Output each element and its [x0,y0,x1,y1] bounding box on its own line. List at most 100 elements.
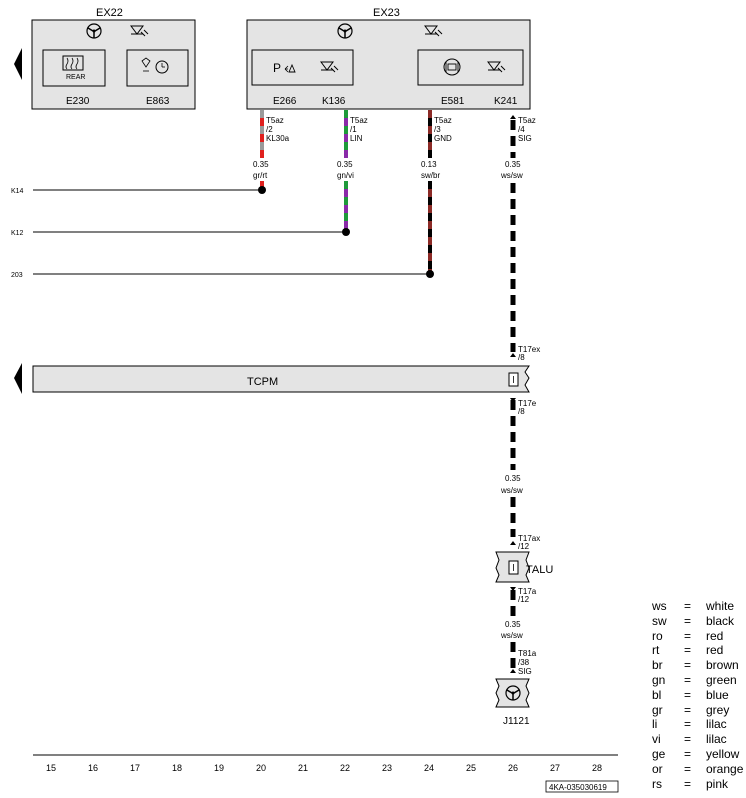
legend-equals: = [684,746,692,761]
gauge-label: 0.35 [253,160,269,169]
legend-equals: = [684,613,692,628]
legend-row: ge = yellow [652,747,743,762]
signal-label: SIG [518,134,532,143]
gauge-label: 0.35 [505,160,521,169]
wire-labels-kl30a: T5az /2 KL30a 0.35 gr/rt [253,116,290,180]
gauge-label: 0.35 [337,160,353,169]
grid-number: 18 [172,763,182,773]
legend-row: gr=grey [652,703,743,718]
illumination-icon [320,61,339,73]
module-ex23: EX23 P [246,7,531,110]
wire-labels-sig: T5az /4 SIG 0.35 ws/sw [500,116,536,180]
legend-color: yellow [706,746,740,761]
connector-label: T5az [266,116,284,125]
park-assist-letter: P [273,61,281,75]
legend-color: orange [706,761,744,776]
signal-label: GND [434,134,452,143]
t81a-name: T81a [518,649,537,658]
e863-switch-box [126,49,189,87]
ex22-title: EX22 [96,7,123,19]
e230-label: E230 [66,96,90,107]
continuation-arrow-icon [14,48,22,80]
t17e-name: T17e [518,399,537,408]
wire-color-label: gn/vi [337,171,354,180]
legend-abbr: ge [652,746,666,761]
legend-equals: = [684,687,692,702]
e581-k241-box [417,49,524,86]
legend-row: rt = red [652,643,743,658]
legend-color: black [706,613,735,628]
legend-color: white [706,599,735,613]
t81a-signal: SIG [518,667,532,676]
grid-number: 25 [466,763,476,773]
connector-label: T5az [434,116,452,125]
grid-number: 27 [550,763,560,773]
legend-abbr: rt [652,643,660,658]
mid-gauge: 0.35 [505,474,521,483]
park-assist-icon: P [273,61,296,75]
steering-wheel-icon [505,685,521,701]
module-ex22: EX22 REAR E230 [31,7,196,110]
legend-abbr: vi [652,732,661,747]
legend-color: blue [706,687,729,702]
legend-row: bl=blue [652,688,743,703]
legend-color: lilac [706,717,727,732]
e266-label: E266 [273,96,297,107]
e863-label: E863 [146,96,170,107]
pin-label: /2 [266,125,273,134]
grid-number: 17 [130,763,140,773]
legend-row: ws=white [652,599,743,614]
t81a-pin: /38 [518,658,530,667]
k136-label: K136 [322,96,346,107]
legend-equals: = [684,732,692,747]
wire-color-label: gr/rt [253,171,268,180]
lane-assist-icon [443,58,461,76]
legend-row: gn = green [652,673,743,688]
legend-row: or=orange [652,762,743,777]
legend-equals: = [684,643,692,658]
legend-equals: = [684,672,692,687]
k241-label: K241 [494,96,518,107]
legend-color: green [706,672,737,687]
e266-k136-box [251,49,354,86]
grid-number: 22 [340,763,350,773]
grid-number: 21 [298,763,308,773]
legend-row: sw=black [652,614,743,629]
low-color: ws/sw [500,631,523,640]
legend-row: vi=lilac [652,732,743,747]
legend-abbr: gn [652,672,666,687]
tcpm-box [32,365,530,393]
grid-number: 15 [46,763,56,773]
e581-label: E581 [441,96,465,107]
legend-row: rs=pink [652,777,743,792]
legend-equals: = [684,717,692,732]
tcpm-label: TCPM [247,376,278,388]
talu-label: TALU [526,564,553,576]
ref-label-k12: K12 [11,230,24,237]
illumination-icon [130,25,149,37]
rear-defrost-icon: REAR [62,55,85,81]
legend-abbr: gr [652,702,663,717]
gauge-label: 0.13 [421,160,437,169]
heated-seat-clock-icon [141,57,169,74]
legend-abbr: ws [652,599,667,613]
wire-labels-lin: T5az /1 LIN 0.35 gn/vi [337,116,368,180]
j1121-label: J1121 [503,716,530,727]
legend-color: red [706,643,724,658]
grid-number: 16 [88,763,98,773]
legend-abbr: br [652,658,663,673]
wire-segments [260,110,516,668]
legend-row: br=brown [652,658,743,673]
grid-number: 24 [424,763,434,773]
pin-label: /3 [434,125,441,134]
steering-wheel-icon [337,23,353,39]
pin-label: /1 [350,125,357,134]
grid-number: 28 [592,763,602,773]
ex23-title: EX23 [373,7,400,19]
t17a-name: T17a [518,587,537,596]
legend-abbr: ro [652,628,663,643]
pin-label: /4 [518,125,525,134]
illumination-icon [487,61,506,73]
